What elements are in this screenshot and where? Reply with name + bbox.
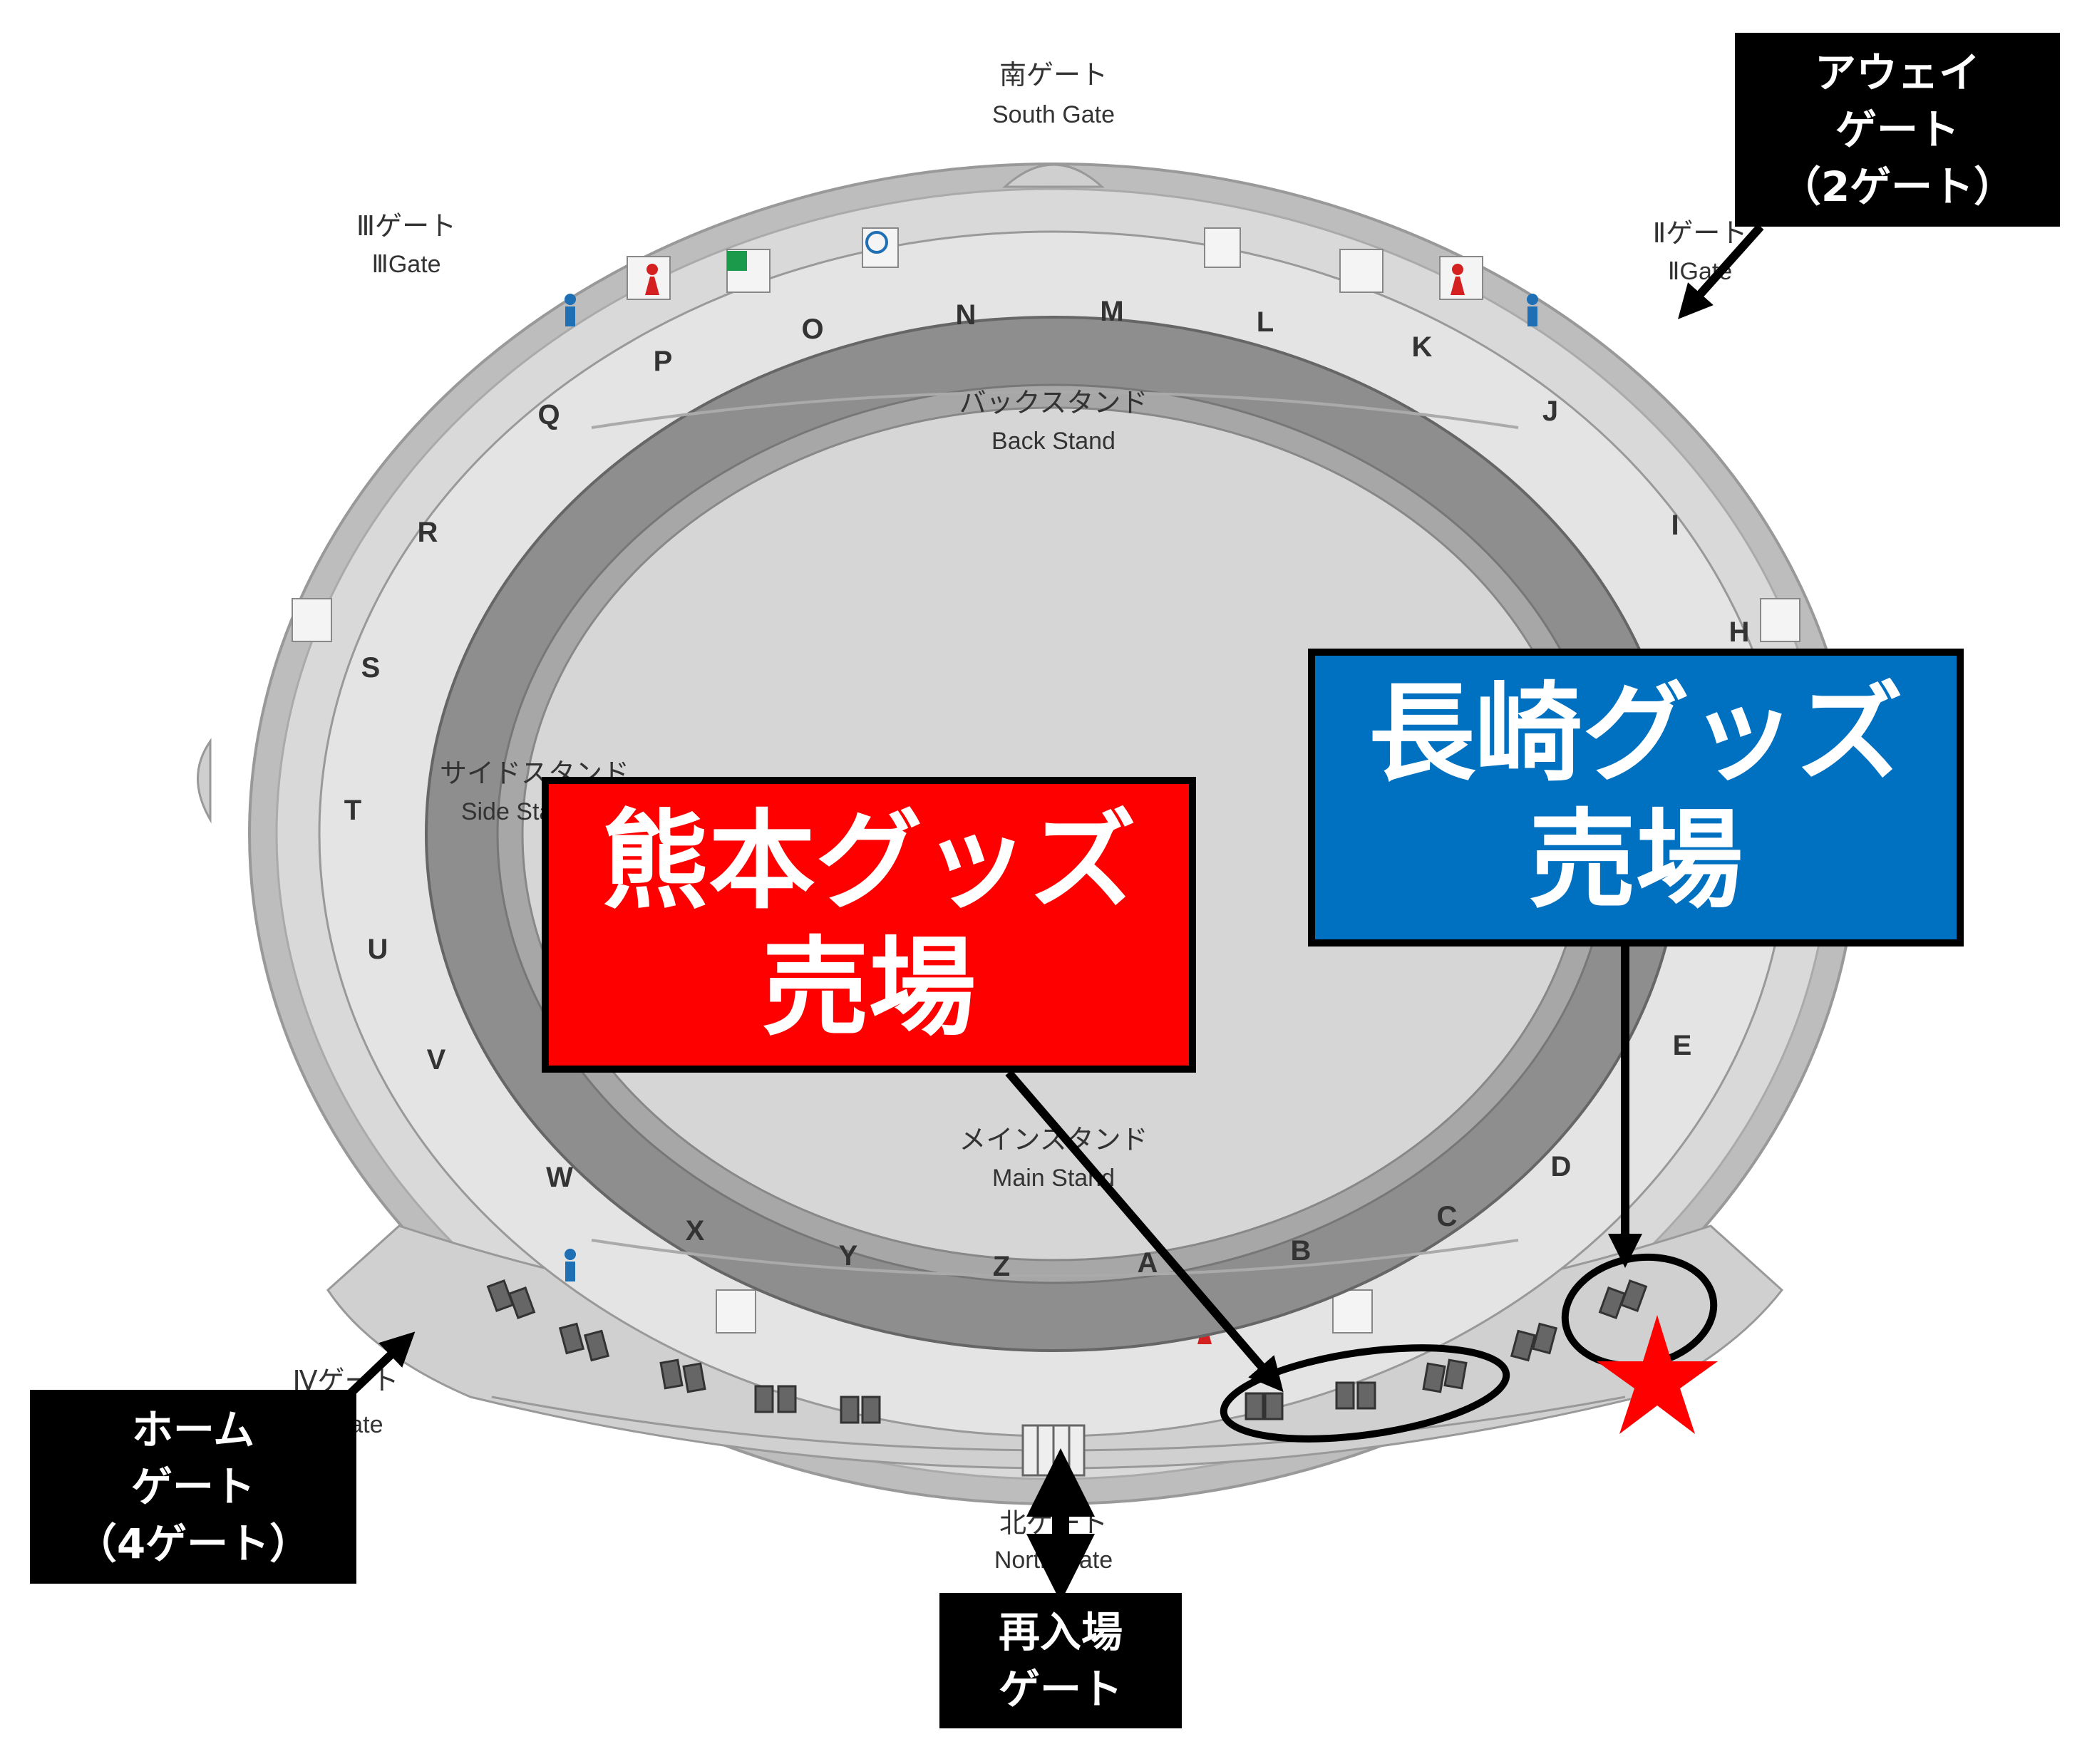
home-gate-line3: （4ゲート） <box>75 1520 311 1568</box>
block-label: Z <box>993 1251 1010 1282</box>
accessible-restroom-icon <box>865 231 888 254</box>
back-stand-label-jp: バックスタンド <box>959 387 1148 418</box>
mens-restroom-icon <box>565 294 576 326</box>
block-label: B <box>1291 1235 1312 1267</box>
away-gate-callout: アウェイ ゲート （2ゲート） <box>1735 33 2060 227</box>
block-label: M <box>1100 296 1123 327</box>
away-gate-pointer <box>1678 224 1764 319</box>
away-gate-line2: ゲート <box>1835 105 1959 154</box>
reentry-gate-callout: 再入場 ゲート <box>939 1593 1182 1728</box>
home-gate-line2: ゲート <box>130 1463 255 1511</box>
block-label: D <box>1551 1151 1572 1182</box>
facility-icons <box>292 227 1800 1344</box>
south-gate-label-jp: 南ゲート <box>999 59 1108 91</box>
home-gate-callout: ホーム ゲート （4ゲート） <box>30 1390 356 1584</box>
block-label: W <box>546 1162 573 1193</box>
goods-stalls <box>486 1279 1648 1424</box>
block-label: X <box>686 1215 705 1247</box>
star-marker-icon <box>1597 1315 1718 1434</box>
block-label: A <box>1138 1247 1158 1279</box>
away-gate-line3: （2ゲート） <box>1779 163 2016 211</box>
kumamoto-stall-highlight <box>1220 1344 1510 1443</box>
block-label: Y <box>839 1240 858 1272</box>
stand-labels: バックスタンド Back Stand サイドスタンド Side Stand メイ… <box>440 387 1148 1192</box>
nagasaki-goods-line2: 売場 <box>1528 799 1743 923</box>
mens-restroom-icon <box>565 1249 576 1281</box>
block-label: I <box>1671 510 1679 541</box>
kumamoto-goods-line1: 熊本グッズ <box>601 799 1136 924</box>
gate3-label-jp: Ⅲゲート <box>356 210 456 242</box>
home-gate-line1: ホーム <box>131 1405 255 1454</box>
mens-restroom-icon <box>1527 294 1538 326</box>
away-gate-line1: アウェイ <box>1814 48 1980 97</box>
nagasaki-goods-callout: 長崎グッズ 売場 <box>1308 649 1964 947</box>
block-label: U <box>368 934 388 965</box>
block-label: C <box>1437 1201 1458 1232</box>
kumamoto-goods-line2: 売場 <box>761 926 976 1051</box>
block-label: K <box>1412 331 1433 363</box>
gate2-label-jp: Ⅱゲート <box>1653 217 1748 249</box>
reentry-gate-line1: 再入場 <box>998 1608 1123 1656</box>
kumamoto-goods-callout: 熊本グッズ 売場 <box>542 777 1196 1073</box>
block-label: R <box>418 517 438 548</box>
kumamoto-pointer <box>1005 1070 1284 1393</box>
block-label: S <box>361 652 381 684</box>
block-label: P <box>654 346 673 377</box>
reentry-gate-line2: ゲート <box>998 1665 1123 1713</box>
block-label: V <box>427 1044 446 1076</box>
nursing-room-icon <box>727 251 747 271</box>
block-label: L <box>1257 306 1274 338</box>
gate3-label-en: ⅢGate <box>371 251 440 278</box>
south-gate-label-en: South Gate <box>992 101 1115 128</box>
seat-blocks: A B C D E H I J K L M N O P Q R S T U V … <box>344 296 1750 1282</box>
back-stand-label-en: Back Stand <box>991 428 1116 455</box>
north-gate-entrance <box>1021 1424 1086 1477</box>
womens-restroom-icon <box>645 264 659 295</box>
block-label: H <box>1729 617 1750 648</box>
block-label: Q <box>537 399 560 430</box>
nagasaki-goods-line1: 長崎グッズ <box>1368 672 1903 796</box>
block-label: N <box>956 299 977 331</box>
block-label: E <box>1673 1030 1692 1061</box>
block-label: O <box>801 314 823 345</box>
block-label: T <box>344 795 361 826</box>
womens-restroom-icon <box>1451 264 1465 295</box>
block-label: J <box>1542 396 1558 427</box>
